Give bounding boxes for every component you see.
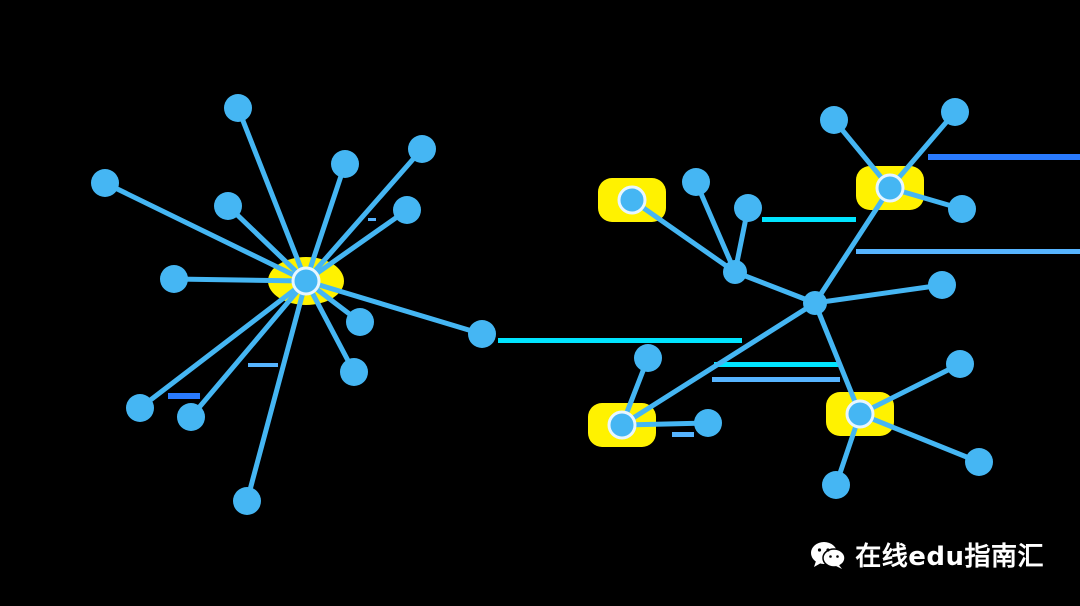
- leaf-node: [177, 403, 205, 431]
- connector-bar: [928, 154, 1080, 160]
- edge: [629, 197, 738, 275]
- wechat-icon: [811, 541, 846, 569]
- leaf-node: [734, 194, 762, 222]
- edge: [812, 300, 863, 417]
- hub-node: [291, 266, 321, 296]
- edge: [857, 361, 963, 417]
- connector-bar: [714, 362, 840, 367]
- edge: [303, 146, 425, 284]
- edge: [812, 185, 893, 306]
- edge: [732, 269, 818, 306]
- leaf-node: [946, 350, 974, 378]
- edge: [303, 161, 348, 284]
- leaf-node: [941, 98, 969, 126]
- connector-bar: [168, 393, 200, 399]
- leaf-node: [634, 344, 662, 372]
- leaf-node: [233, 487, 261, 515]
- edge: [188, 278, 309, 420]
- leaf-node: [928, 271, 956, 299]
- connector-bar: [762, 217, 856, 222]
- leaf-node: [91, 169, 119, 197]
- edge: [225, 203, 309, 284]
- leaf-node: [224, 94, 252, 122]
- edge: [235, 105, 309, 284]
- leaf-node: [340, 358, 368, 386]
- connector-bar: [856, 249, 1080, 254]
- leaf-node: [331, 150, 359, 178]
- highlighted-node: [875, 173, 905, 203]
- edge: [857, 411, 982, 465]
- edge: [303, 278, 485, 337]
- leaf-node: [948, 195, 976, 223]
- leaf-node: [126, 394, 154, 422]
- connector-bar: [498, 338, 742, 343]
- edge: [102, 180, 309, 284]
- edge: [831, 117, 893, 191]
- leaf-node: [820, 106, 848, 134]
- connector-bar: [248, 363, 278, 367]
- leaf-node: [694, 409, 722, 437]
- edge: [244, 278, 309, 504]
- edge: [303, 207, 410, 284]
- highlighted-node: [607, 410, 637, 440]
- highlighted-node: [617, 185, 647, 215]
- leaf-node: [160, 265, 188, 293]
- edge: [693, 179, 738, 275]
- edge: [171, 276, 309, 284]
- connector-bar: [672, 432, 694, 437]
- watermark: 在线edu指南汇: [809, 536, 1044, 573]
- edge: [887, 109, 958, 191]
- leaf-node: [965, 448, 993, 476]
- edge: [812, 282, 945, 306]
- junction-node: [723, 260, 747, 284]
- leaf-node: [682, 168, 710, 196]
- connector-bar: [368, 218, 376, 221]
- highlighted-node: [845, 399, 875, 429]
- leaf-node: [214, 192, 242, 220]
- edge: [619, 300, 818, 428]
- edge: [137, 278, 309, 411]
- watermark-text: 在线edu指南汇: [855, 542, 1044, 572]
- leaf-node: [822, 471, 850, 499]
- edge: [303, 278, 357, 375]
- leaf-node: [408, 135, 436, 163]
- junction-node: [803, 291, 827, 315]
- leaf-node: [346, 308, 374, 336]
- leaf-node: [468, 320, 496, 348]
- connector-bar: [712, 377, 840, 382]
- leaf-node: [393, 196, 421, 224]
